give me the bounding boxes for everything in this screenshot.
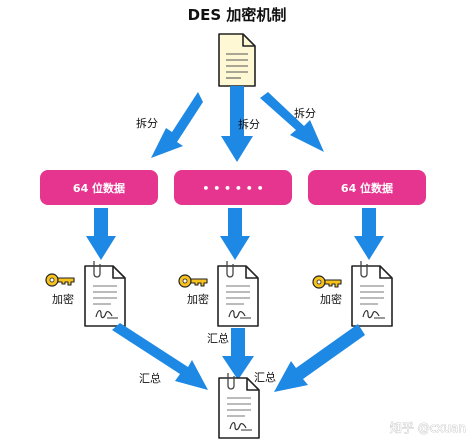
down-arrow-right-icon [354,208,384,260]
encrypted-document-icon-right [351,260,393,327]
combine-label-right: 汇总 [254,370,276,384]
down-arrow-middle-icon [220,208,250,260]
source-document-icon [218,33,256,87]
encrypted-document-icon-middle [217,260,259,327]
data-block-right [308,170,426,205]
split-arrow-center-icon [221,86,253,162]
split-label-right: 拆分 [294,106,316,120]
encrypt-label-middle: 加密 [187,292,209,306]
down-arrow-left-icon [86,208,116,260]
split-label-center: 拆分 [238,117,260,131]
encrypt-label-left: 加密 [52,292,74,306]
encrypt-label-right: 加密 [320,292,342,306]
data-block-middle-label: • • • • • • [202,182,263,195]
combine-label-middle: 汇总 [207,331,229,345]
watermark: 知乎 @cxuan [390,421,466,435]
key-icon-right [312,275,342,289]
encrypted-document-icon-left [84,260,126,327]
data-block-right-label: 64 位数据 [341,181,393,195]
diagram-title: DES 加密机制 [188,6,287,24]
data-block-left-label: 64 位数据 [73,181,125,195]
split-arrow-left-icon [151,92,203,158]
split-arrow-right-icon [260,92,324,152]
combine-arrow-middle-icon [222,328,254,380]
data-block-middle [174,170,292,205]
key-icon-left [45,273,75,287]
key-icon-middle [178,274,208,288]
data-block-left [40,170,158,205]
combine-label-left: 汇总 [139,371,161,385]
combine-arrow-left-icon [112,323,208,390]
combine-arrow-right-icon [274,324,365,392]
split-label-left: 拆分 [136,116,158,130]
